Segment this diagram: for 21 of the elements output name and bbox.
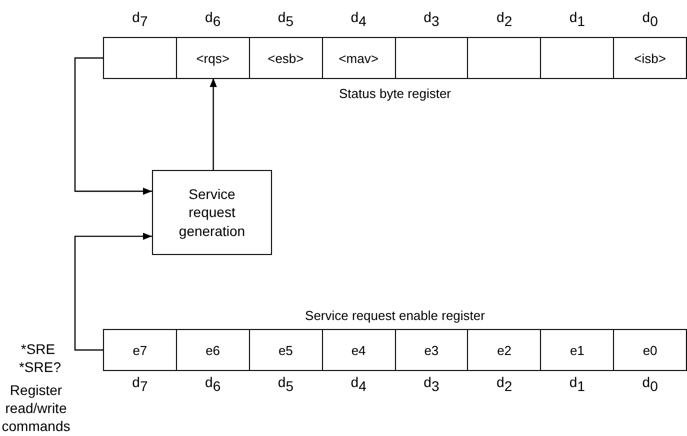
bit-name: e4 [351,342,366,358]
register-title: Status byte register [338,86,452,101]
arrow [74,57,152,195]
note: Register read/write commands [0,381,72,436]
arrow [210,78,217,170]
register-title: Service request enable register [304,308,486,323]
command-label: *SRE [20,340,56,358]
bit-name: <mav> [338,50,378,66]
bit-name: <isb> [634,50,666,66]
bit-name: e3 [424,342,439,358]
bit-name: e2 [497,342,512,358]
bit-name: e5 [278,342,293,358]
bit-name: e7 [132,342,148,358]
bit-name: e6 [206,342,220,358]
command-label: *SRE? [18,358,62,376]
bit-name: e1 [570,342,584,358]
bit-name: e0 [642,342,658,358]
arrow [74,232,152,351]
bit-name: <esb> [268,50,304,66]
process-box: Service request generation [152,170,272,255]
bit-name: <rqs> [196,50,230,66]
